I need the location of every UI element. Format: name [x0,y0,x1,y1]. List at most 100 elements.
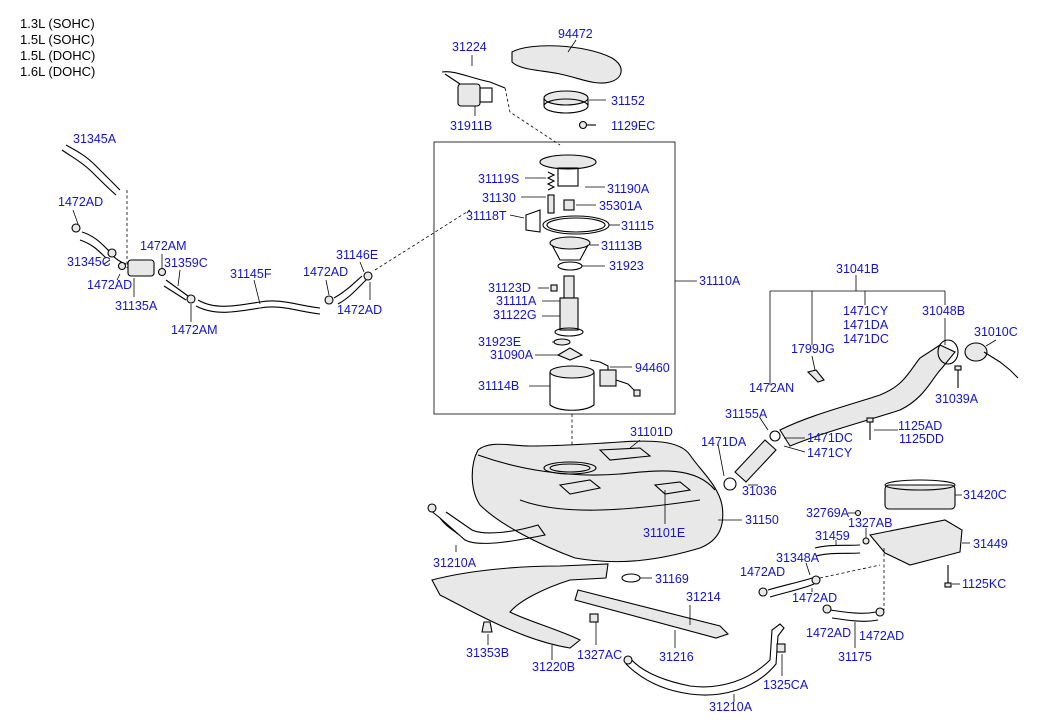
bolt-1125KC [944,565,952,588]
hose-31345A-inner [61,149,117,196]
label-31449[interactable]: 31449 [973,537,1008,551]
clip-1327AC [589,613,599,623]
label-1472AD-e[interactable]: 1472AD [740,565,785,579]
label-1799JG[interactable]: 1799JG [791,342,835,356]
fuel-pump-cover-plate [511,45,622,84]
label-31048B[interactable]: 31048B [922,304,965,318]
label-1125KC[interactable]: 1125KC [962,577,1006,591]
label-31175[interactable]: 31175 [838,650,872,664]
label-1472AD-g[interactable]: 1472AD [806,626,851,640]
label-31114B[interactable]: 31114B [478,379,519,393]
part-number-labels: 31224 94472 31152 31911B 1129EC 31345A 3… [58,27,1018,714]
label-31359C[interactable]: 31359C [164,256,208,270]
hose-31345C [71,223,127,265]
label-1125DD[interactable]: 1125DD [899,432,944,446]
label-31041B[interactable]: 31041B [836,262,879,276]
label-31214[interactable]: 31214 [686,590,721,604]
label-31155A[interactable]: 31155A [725,407,768,421]
label-1471DA-b[interactable]: 1471DA [701,435,747,449]
canister-dash-1 [819,564,881,579]
bolt-31039A [954,365,962,388]
label-31115[interactable]: 31115 [621,219,654,233]
fuel-cap-31010C [964,342,1019,379]
label-1472AN[interactable]: 1472AN [749,381,794,395]
label-1472AD-c[interactable]: 1472AD [303,265,348,279]
label-1327AC[interactable]: 1327AC [577,648,622,662]
label-31923[interactable]: 31923 [609,259,644,273]
cap-31113B [549,236,591,261]
leader-31345C [103,259,111,265]
label-94472[interactable]: 94472 [558,27,593,41]
label-31101E[interactable]: 31101E [643,526,685,540]
label-31210A-a[interactable]: 31210A [433,556,477,570]
label-31118T[interactable]: 31118T [466,209,507,223]
label-1472AD-f[interactable]: 1472AD [792,591,837,605]
label-1472AD-h[interactable]: 1472AD [859,629,904,643]
label-31111A[interactable]: 31111A [496,294,537,308]
bracket-1799JG [806,369,825,383]
label-31146E[interactable]: 31146E [336,248,378,262]
label-31190A[interactable]: 31190A [607,182,650,196]
pump-flange [539,154,597,187]
label-1325CA[interactable]: 1325CA [763,678,809,692]
hose-31175 [829,609,879,622]
label-1472AM-a[interactable]: 1472AM [140,239,187,253]
label-31345A[interactable]: 31345A [73,132,117,146]
label-31119S[interactable]: 31119S [478,172,519,186]
label-31169[interactable]: 31169 [655,572,689,586]
heat-shield-31220B [431,563,609,649]
label-31039A[interactable]: 31039A [935,392,979,406]
label-1471DA-a[interactable]: 1471DA [843,318,889,332]
engine-variant-4: 1.6L (DOHC) [20,64,95,79]
label-31224[interactable]: 31224 [452,40,487,54]
label-31010C[interactable]: 31010C [974,325,1018,339]
label-31923E[interactable]: 31923E [478,335,521,349]
clamp-1472AD-f [811,575,821,585]
label-31459[interactable]: 31459 [815,529,850,543]
label-31036[interactable]: 31036 [742,484,777,498]
label-1471DC-a[interactable]: 1471DC [843,332,889,346]
label-1471CY-a[interactable]: 1471CY [843,304,889,318]
label-31911B[interactable]: 31911B [450,119,492,133]
hose-31036 [723,430,781,491]
clamp-1472AD-g [822,604,832,614]
label-31145F[interactable]: 31145F [230,267,272,281]
label-1472AD-d[interactable]: 1472AD [337,303,382,317]
label-1471CY-b[interactable]: 1471CY [807,446,853,460]
label-31135A[interactable]: 31135A [115,299,158,313]
label-31101D[interactable]: 31101D [630,425,673,439]
label-31210A-b[interactable]: 31210A [709,700,753,714]
label-31152[interactable]: 31152 [611,94,645,108]
label-1471DC-b[interactable]: 1471DC [807,431,853,445]
leader-1471CY-b [783,445,806,453]
gasket-31115 [542,215,610,235]
label-31090A[interactable]: 31090A [490,348,534,362]
label-31420C[interactable]: 31420C [963,488,1007,502]
label-94460[interactable]: 94460 [635,361,670,375]
label-31150[interactable]: 31150 [745,513,779,527]
label-1472AD-a[interactable]: 1472AD [58,195,103,209]
label-31130[interactable]: 31130 [482,191,516,205]
label-31216[interactable]: 31216 [659,650,694,664]
label-1472AM-b[interactable]: 1472AM [171,323,218,337]
label-31348A[interactable]: 31348A [776,551,820,565]
rod-31130 [547,194,555,214]
label-35301A[interactable]: 35301A [599,199,643,213]
label-1472AD-b[interactable]: 1472AD [87,278,132,292]
label-31113B[interactable]: 31113B [601,239,642,253]
label-31353B[interactable]: 31353B [466,646,509,660]
label-31122G[interactable]: 31122G [493,308,537,322]
part-31923E [553,338,571,346]
screw-1129EC [578,120,596,130]
leader-1471DA-b [717,443,725,477]
label-31110A[interactable]: 31110A [699,274,741,288]
label-31345C[interactable]: 31345C [67,255,111,269]
pump-module-frame [433,141,676,415]
label-1327AB[interactable]: 1327AB [848,516,892,530]
label-31220B[interactable]: 31220B [532,660,575,674]
label-1125AD[interactable]: 1125AD [898,419,942,433]
label-32769A[interactable]: 32769A [806,506,850,520]
label-1129EC[interactable]: 1129EC [611,119,655,133]
label-31123D[interactable]: 31123D [488,281,531,295]
